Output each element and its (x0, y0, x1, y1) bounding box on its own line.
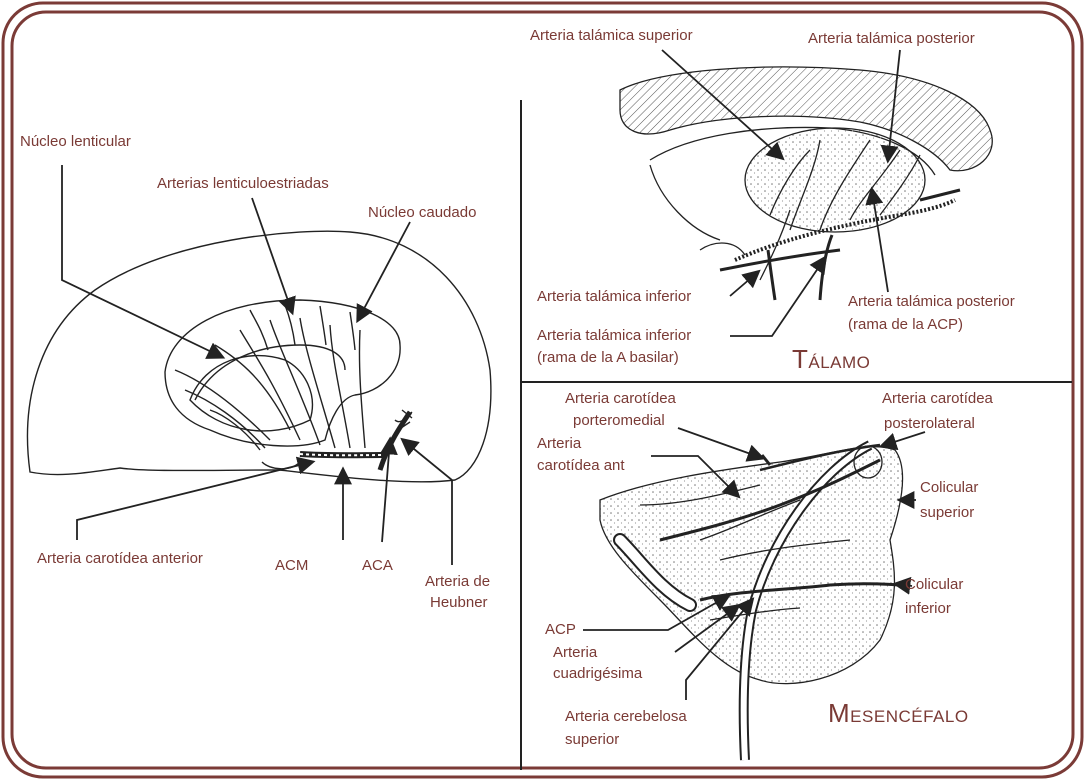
label-cerebelosa-line1: Arteria cerebelosa (565, 707, 687, 726)
label-nucleo-lenticular: Núcleo lenticular (20, 132, 131, 151)
label-talamica-superior: Arteria talámica superior (530, 26, 693, 45)
label-talamica-posterior: Arteria talámica posterior (808, 29, 975, 48)
label-cerebelosa-line2: superior (565, 730, 619, 749)
label-arterias-lenticuloestriadas: Arterias lenticuloestriadas (157, 174, 329, 193)
label-colicular-inferior-line2: inferior (905, 599, 951, 618)
brain-illustration (28, 231, 491, 482)
section-title-talamo-rest: ÁLAMO (808, 353, 870, 372)
thalamus-illustration (620, 67, 992, 300)
label-posterolateral-line1: Arteria carotídea (882, 389, 993, 408)
label-nucleo-caudado: Núcleo caudado (368, 203, 476, 222)
label-porteromedial-line2: porteromedial (573, 411, 665, 430)
left-leaders (62, 165, 452, 565)
label-colicular-superior-line1: Colicular (920, 478, 978, 497)
label-talamica-posterior-acp-line1: Arteria talámica posterior (848, 292, 1015, 311)
label-posterolateral-line2: posterolateral (884, 414, 975, 433)
label-colicular-superior-line2: superior (920, 503, 974, 522)
section-title-mesencefalo-rest: ESENCÉFALO (850, 707, 968, 726)
label-carotidea-ant-line2: carotídea ant (537, 456, 625, 475)
label-porteromedial-line1: Arteria carotídea (565, 389, 676, 408)
label-acp: ACP (545, 620, 576, 639)
section-title-talamo-initial: T (792, 344, 808, 374)
label-cuadrigesima-line2: cuadrigésima (553, 664, 642, 683)
label-talamica-inferior-basilar-line2: (rama de la A basilar) (537, 348, 679, 367)
label-talamica-posterior-acp-line2: (rama de la ACP) (848, 315, 963, 334)
label-arteria-heubner-line2: Heubner (430, 593, 488, 612)
label-arteria-carotidea-anterior: Arteria carotídea anterior (37, 549, 203, 568)
label-cuadrigesima-line1: Arteria (553, 643, 597, 662)
section-title-mesencefalo-initial: M (828, 698, 850, 728)
lentiform-outline (190, 356, 312, 431)
caudate-outline (165, 300, 400, 446)
label-colicular-inferior-line1: Colicular (905, 575, 963, 594)
section-title-mesencefalo: MESENCÉFALO (828, 698, 969, 729)
label-acm: ACM (275, 556, 308, 575)
label-carotidea-ant-line1: Arteria (537, 434, 581, 453)
label-talamica-inferior-basilar-line1: Arteria talámica inferior (537, 326, 691, 345)
label-aca: ACA (362, 556, 393, 575)
label-talamica-inferior: Arteria talámica inferior (537, 287, 691, 306)
label-arteria-heubner-line1: Arteria de (425, 572, 490, 591)
section-title-talamo: TÁLAMO (792, 344, 870, 375)
